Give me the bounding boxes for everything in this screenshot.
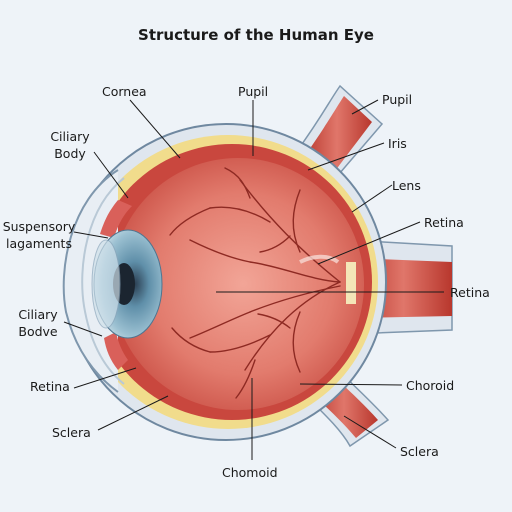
label-chomoid: Chomoid	[222, 465, 278, 480]
label-sclera-right: Sclera	[400, 444, 439, 459]
leader-lines	[63, 99, 444, 460]
label-ciliary-bodve-line2: Bodve	[18, 324, 58, 339]
label-suspensory-line1: Suspensory	[2, 219, 76, 234]
label-ciliary-body: Ciliary Body	[40, 128, 100, 162]
label-pupil-top: Pupil	[238, 84, 269, 99]
label-pupil-right: Pupil	[382, 92, 413, 107]
label-ciliary-body-line2: Body	[54, 146, 86, 161]
label-suspensory-line2: lagaments	[6, 236, 72, 251]
retinal-vessels	[169, 167, 341, 399]
label-sclera-left: Sclera	[52, 425, 91, 440]
label-ciliary-bodve-line1: Ciliary	[18, 307, 58, 322]
label-ciliary-bodve: Ciliary Bodve	[10, 306, 66, 340]
label-retina-left: Retina	[30, 379, 70, 394]
label-suspensory-ligaments: Suspensory lagaments	[2, 218, 76, 252]
label-lens: Lens	[392, 178, 421, 193]
label-ciliary-body-line1: Ciliary	[50, 129, 90, 144]
label-cornea: Cornea	[102, 84, 147, 99]
lens-shape	[91, 239, 121, 329]
label-iris: Iris	[388, 136, 407, 151]
vitreous-body	[112, 158, 364, 410]
optic-disc	[346, 262, 356, 304]
ciliary-body-shape	[100, 200, 132, 238]
diagram-title: Structure of the Human Eye	[138, 26, 374, 44]
label-choroid: Choroid	[406, 378, 455, 393]
label-retina-right-mid: Retina	[450, 285, 490, 300]
label-retina-right-upper: Retina	[424, 215, 464, 230]
